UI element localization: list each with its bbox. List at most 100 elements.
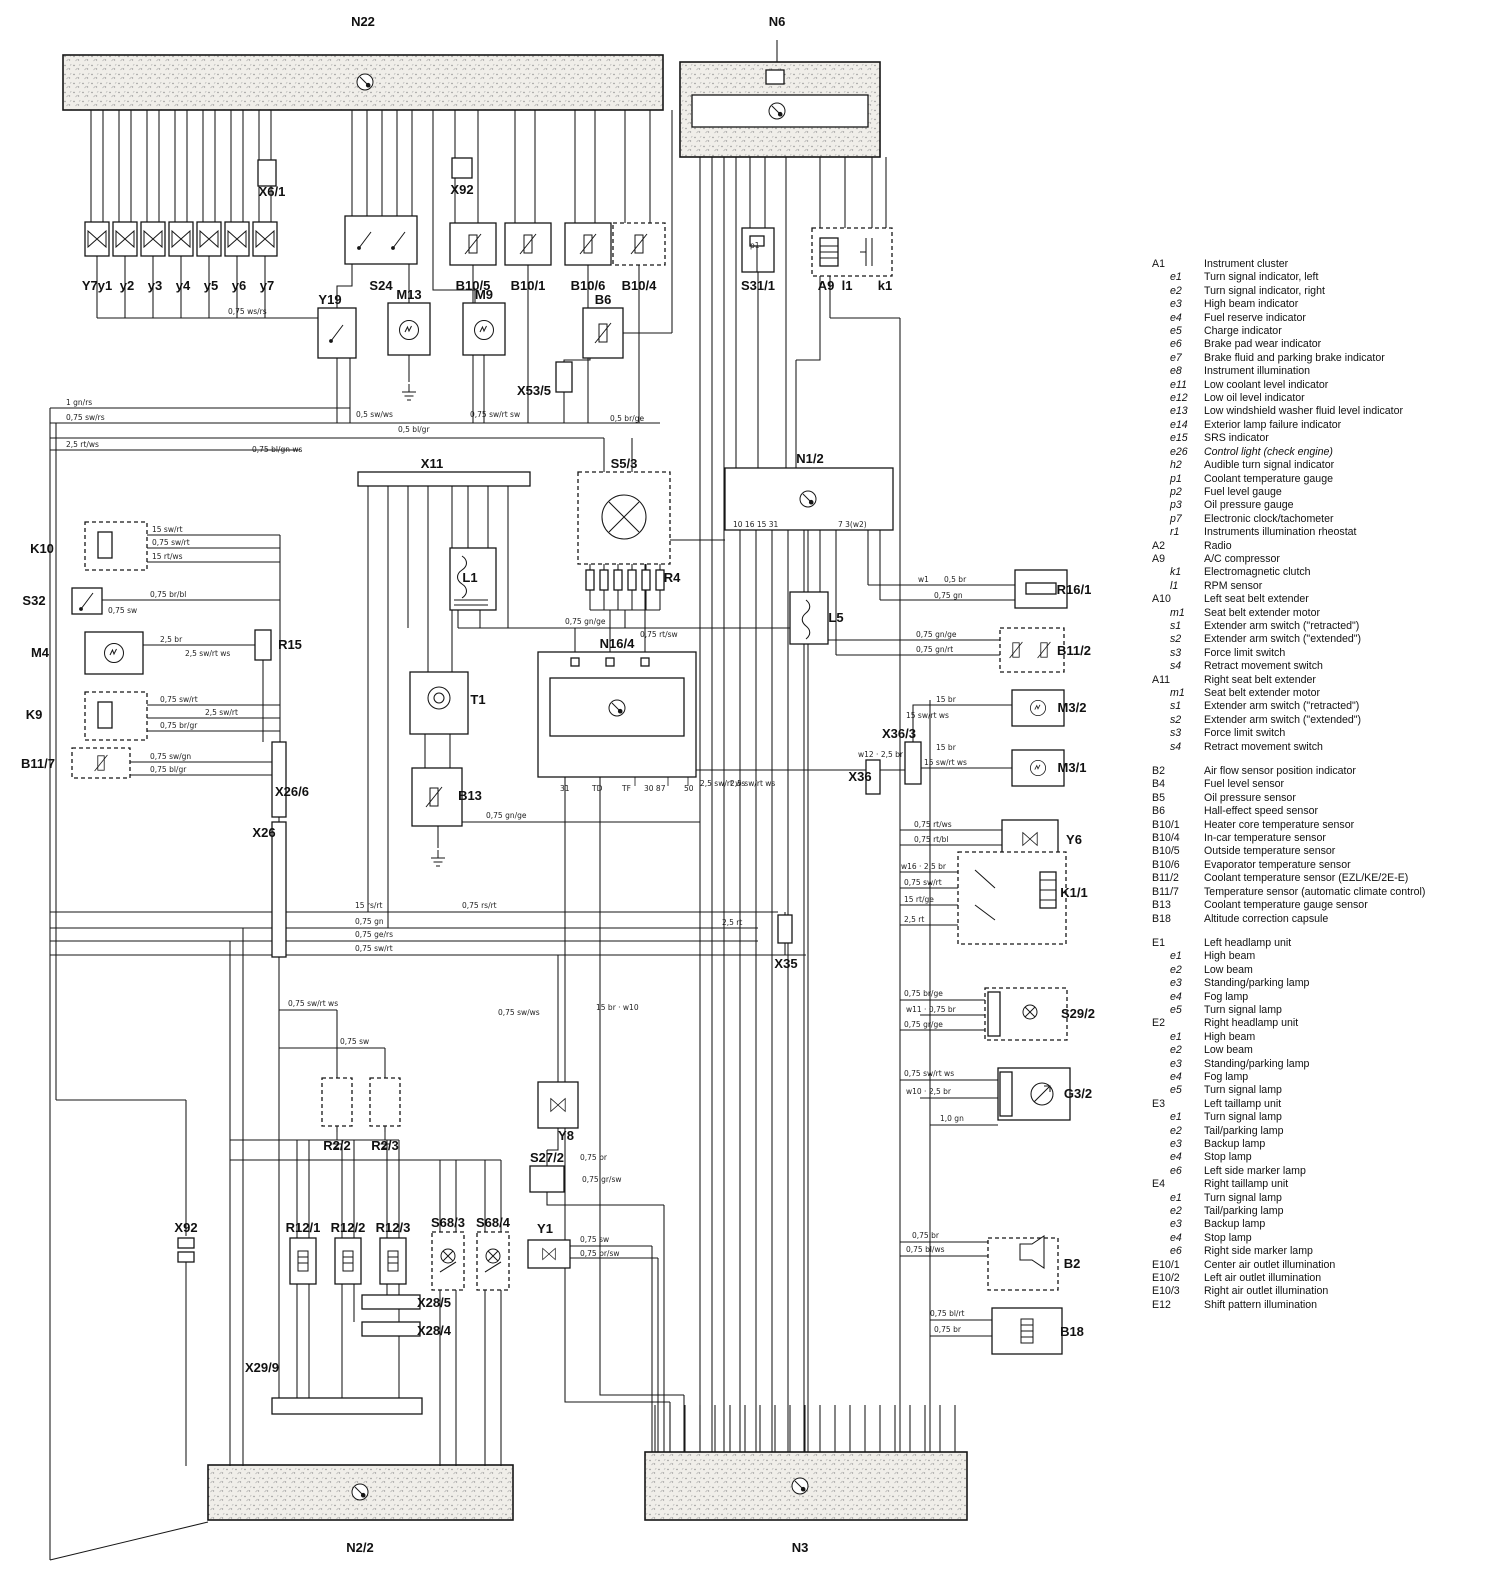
- legend-desc: A/C compressor: [1204, 552, 1280, 565]
- legend-code: e3: [1170, 1218, 1182, 1231]
- legend-code: p2: [1170, 485, 1182, 498]
- legend-code: e4: [1170, 1151, 1182, 1164]
- legend-desc: Tail/parking lamp: [1204, 1124, 1284, 1137]
- wire-label: 0,75 sw/rt: [152, 538, 190, 547]
- wire-label: 0,75 br: [934, 1325, 962, 1334]
- part-label: y5: [204, 278, 218, 293]
- legend-code: e2: [1170, 1044, 1182, 1057]
- wire-label: 0,75 sw/rt: [904, 878, 942, 887]
- legend-desc: Left seat belt extender: [1204, 593, 1309, 606]
- legend-code: e6: [1170, 1164, 1182, 1177]
- legend-entry: l1 RPM sensor: [1152, 580, 1504, 593]
- wire-label: 0,5 br/ge: [610, 414, 644, 423]
- legend-code: e3: [1170, 1057, 1182, 1070]
- legend-entry: e3 High beam indicator: [1152, 298, 1504, 311]
- legend-code: m1: [1170, 606, 1185, 619]
- legend-entry: e2 Tail/parking lamp: [1152, 1125, 1504, 1138]
- legend-code: e2: [1170, 963, 1182, 976]
- legend-desc: Stop lamp: [1204, 1151, 1252, 1164]
- wire-label: TD: [591, 784, 603, 793]
- legend-desc: Retract movement switch: [1204, 740, 1323, 753]
- component-boxes: [71, 157, 1071, 1415]
- legend-entry: m1 Seat belt extender motor: [1152, 607, 1504, 620]
- wire-label: 0,75 gn: [355, 917, 384, 926]
- wire-label: 2,5 sw/rt ws: [185, 649, 230, 658]
- legend-entry: E12 Shift pattern illumination: [1152, 1299, 1504, 1312]
- legend-desc: Radio: [1204, 539, 1232, 552]
- legend-entry: s3 Force limit switch: [1152, 647, 1504, 660]
- legend-entry: B10/5 Outside temperature sensor: [1152, 845, 1504, 858]
- legend-desc: Temperature sensor (automatic climate co…: [1204, 885, 1426, 898]
- wire-label: 0,75 sw/rt: [160, 695, 198, 704]
- legend-code: A9: [1152, 552, 1165, 565]
- legend-code: e5: [1170, 1084, 1182, 1097]
- legend-desc: Fuel level gauge: [1204, 485, 1282, 498]
- part-label: Y7y1: [82, 278, 112, 293]
- wire-label: 0,5 sw/ws: [356, 410, 393, 419]
- legend-code: A10: [1152, 593, 1171, 606]
- legend-desc: Low coolant level indicator: [1204, 378, 1329, 391]
- legend-entry: e1 Turn signal indicator, left: [1152, 271, 1504, 284]
- part-label: R2/2: [323, 1138, 350, 1153]
- part-label: K9: [26, 707, 43, 722]
- wire-label: w16 · 2,5 br: [901, 862, 947, 871]
- legend-desc: Exterior lamp failure indicator: [1204, 418, 1342, 431]
- part-label: G3/2: [1064, 1086, 1092, 1101]
- part-label: B10/6: [571, 278, 606, 293]
- legend-desc: Turn signal lamp: [1204, 1084, 1282, 1097]
- legend-desc: Turn signal indicator, right: [1204, 284, 1325, 297]
- legend-desc: Shift pattern illumination: [1204, 1298, 1318, 1311]
- wire-label: 2,5 sw/rt ws: [730, 779, 775, 788]
- legend-entry: E10/1 Center air outlet illumination: [1152, 1259, 1504, 1272]
- legend-entry: e4 Stop lamp: [1152, 1232, 1504, 1245]
- legend-entry: B11/2 Coolant temperature sensor (EZL/KE…: [1152, 872, 1504, 885]
- part-label: X28/5: [417, 1295, 451, 1310]
- part-label: B10/4: [622, 278, 657, 293]
- component-symbols: [79, 73, 1056, 1501]
- legend-desc: Force limit switch: [1204, 646, 1286, 659]
- legend-entry: e26 Control light (check engine): [1152, 446, 1504, 459]
- wire-label: 0,75 gr/sw: [582, 1175, 622, 1184]
- legend-code: e26: [1170, 445, 1188, 458]
- part-label: S68/4: [476, 1215, 511, 1230]
- part-label: y7: [260, 278, 274, 293]
- legend-entry: e1 High beam: [1152, 1031, 1504, 1044]
- legend-code: E10/2: [1152, 1272, 1180, 1285]
- part-label: M9: [475, 287, 493, 302]
- legend-entry: e2 Tail/parking lamp: [1152, 1205, 1504, 1218]
- legend-desc: Brake pad wear indicator: [1204, 338, 1322, 351]
- legend-entry: p7 Electronic clock/tachometer: [1152, 513, 1504, 526]
- legend-entry: e2 Low beam: [1152, 1044, 1504, 1057]
- legend-desc: Extender arm switch ("extended"): [1204, 633, 1362, 646]
- part-label: R2/3: [371, 1138, 398, 1153]
- legend-entry: s1 Extender arm switch ("retracted"): [1152, 620, 1504, 633]
- part-label: B11/2: [1057, 643, 1091, 658]
- legend-code: e7: [1170, 351, 1182, 364]
- legend-desc: Oil pressure gauge: [1204, 499, 1294, 512]
- legend-entry: B5 Oil pressure sensor: [1152, 792, 1504, 805]
- part-label: N22: [351, 14, 375, 29]
- legend-desc: Seat belt extender motor: [1204, 687, 1321, 699]
- legend-desc: Right taillamp unit: [1204, 1178, 1289, 1191]
- wire-label: 0,75 ge/rs: [355, 930, 393, 939]
- wire-label: 0,75 bl/rt: [930, 1309, 965, 1318]
- legend-entry: e3 Backup lamp: [1152, 1138, 1504, 1151]
- legend-code: B13: [1152, 899, 1171, 912]
- legend-code: p1: [1170, 472, 1182, 485]
- wire-label: 0,75 rt/sw: [640, 630, 678, 639]
- legend-desc: Backup lamp: [1204, 1218, 1266, 1231]
- legend-desc: Left taillamp unit: [1204, 1097, 1282, 1110]
- wire-label: 15 sw/rt ws: [906, 711, 949, 720]
- legend-entry: e3 Backup lamp: [1152, 1218, 1504, 1231]
- part-label: y4: [176, 278, 191, 293]
- wire-label: 15 rs/rt: [355, 901, 383, 910]
- legend-entry: A10 Left seat belt extender: [1152, 593, 1504, 606]
- legend-entry: k1 Electromagnetic clutch: [1152, 566, 1504, 579]
- part-label: L5: [828, 610, 843, 625]
- legend-entry: e4 Stop lamp: [1152, 1151, 1504, 1164]
- legend-code: e2: [1170, 1205, 1182, 1218]
- legend-desc: Extender arm switch ("retracted"): [1204, 700, 1360, 713]
- legend-entry: B10/6 Evaporator temperature sensor: [1152, 859, 1504, 872]
- legend-desc: Outside temperature sensor: [1204, 845, 1336, 858]
- legend-entry: B11/7 Temperature sensor (automatic clim…: [1152, 886, 1504, 899]
